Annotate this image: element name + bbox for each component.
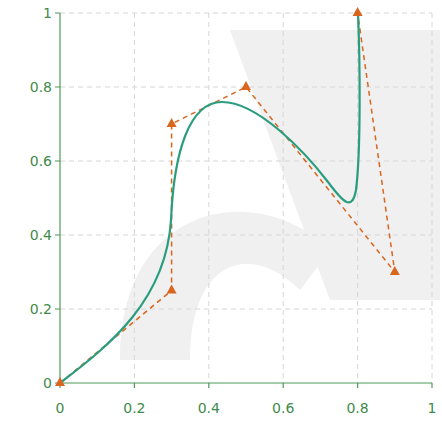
control-point-marker xyxy=(167,118,177,127)
tick-label: 0.2 xyxy=(30,301,52,317)
x-axis xyxy=(60,382,432,383)
bezier-curve xyxy=(60,13,360,383)
grid-line xyxy=(432,13,433,383)
axes xyxy=(55,13,432,388)
tick-label: 0.6 xyxy=(272,400,294,416)
grid-line xyxy=(357,13,358,383)
axis-ticks xyxy=(55,13,432,388)
tick-label: 1 xyxy=(43,5,52,21)
tick-label: 0 xyxy=(43,375,52,391)
grid-line xyxy=(134,13,135,383)
control-point-marker xyxy=(55,377,65,386)
grid-line xyxy=(60,235,432,236)
grid-line xyxy=(283,13,284,383)
control-polygon xyxy=(60,13,395,383)
tick-label: 0.8 xyxy=(30,79,52,95)
grid-line xyxy=(60,13,432,14)
y-axis xyxy=(59,13,60,383)
control-points xyxy=(55,7,400,386)
control-point-marker xyxy=(167,285,177,294)
tick-label: 0 xyxy=(56,400,65,416)
grid-line xyxy=(60,161,432,162)
watermark-shape xyxy=(120,212,330,360)
control-point-marker xyxy=(353,7,363,16)
watermark xyxy=(120,30,440,360)
grid xyxy=(60,13,432,383)
tick-label: 0.8 xyxy=(346,400,368,416)
control-point-marker xyxy=(241,81,251,90)
tick-label: 0.2 xyxy=(123,400,145,416)
tick-label: 1 xyxy=(428,400,437,416)
tick-label: 0.6 xyxy=(30,153,52,169)
grid-line xyxy=(208,13,209,383)
control-point-marker xyxy=(390,266,400,275)
grid-line xyxy=(60,309,432,310)
tick-label: 0.4 xyxy=(198,400,220,416)
tick-label: 0.4 xyxy=(30,227,52,243)
